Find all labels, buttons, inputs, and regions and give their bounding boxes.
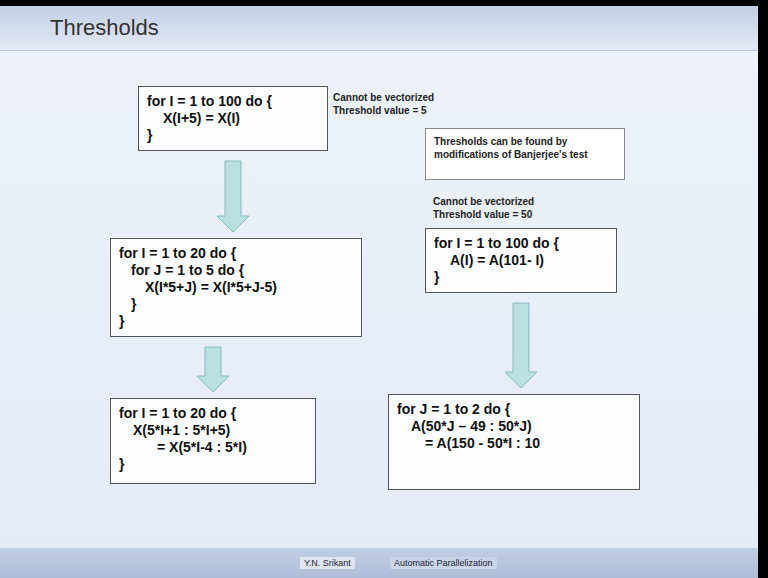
footer-author: Y.N. Srikant [300,557,355,569]
code-line: for I = 1 to 100 do { [147,93,319,110]
code-line: } [434,269,608,286]
code-line: X(I+5) = X(I) [163,110,319,127]
slide-title: Thresholds [50,15,159,41]
code-box: for I = 1 to 20 do {for J = 1 to 5 do {X… [110,238,362,337]
annotation-text: Threshold value = 50 [433,209,532,221]
code-line: } [131,296,353,313]
annotation-text: Cannot be vectorized [333,92,434,104]
code-line: } [147,127,319,144]
code-line: A(I) = A(101- I) [450,252,608,269]
slide: Thresholdsfor I = 1 to 100 do {X(I+5) = … [0,6,758,578]
annotation-text: Cannot be vectorized [433,196,534,208]
code-line: = X(5*I-4 : 5*I) [157,439,307,456]
code-line: for J = 1 to 5 do { [131,262,353,279]
block-arrow [505,303,537,388]
code-box: for J = 1 to 2 do {A(50*J – 49 : 50*J)= … [388,394,640,490]
annotation-text: Threshold value = 5 [333,105,427,117]
code-box: for I = 1 to 20 do {X(5*I+1 : 5*I+5)= X(… [110,398,316,484]
code-box: for I = 1 to 100 do {X(I+5) = X(I)} [138,86,328,151]
code-line: X(I*5+J) = X(I*5+J-5) [145,279,353,296]
code-line: for I = 1 to 20 do { [119,245,353,262]
footer-bar [0,548,758,578]
code-line: for I = 1 to 100 do { [434,235,608,252]
code-line: = A(150 - 50*I : 10 [425,435,631,452]
footer-course: Automatic Parallelization [390,557,497,569]
code-line: } [119,456,307,473]
code-line: } [119,313,353,330]
block-arrow [197,347,229,392]
code-line: X(5*I+1 : 5*I+5) [133,422,307,439]
code-line: A(50*J – 49 : 50*J) [411,418,631,435]
code-line: for J = 1 to 2 do { [397,401,631,418]
note-text: Thresholds can be found by modifications… [434,135,616,161]
block-arrow [217,161,249,232]
note-box: Thresholds can be found by modifications… [425,128,625,180]
code-line: for I = 1 to 20 do { [119,405,307,422]
code-box: for I = 1 to 100 do {A(I) = A(101- I)} [425,228,617,293]
